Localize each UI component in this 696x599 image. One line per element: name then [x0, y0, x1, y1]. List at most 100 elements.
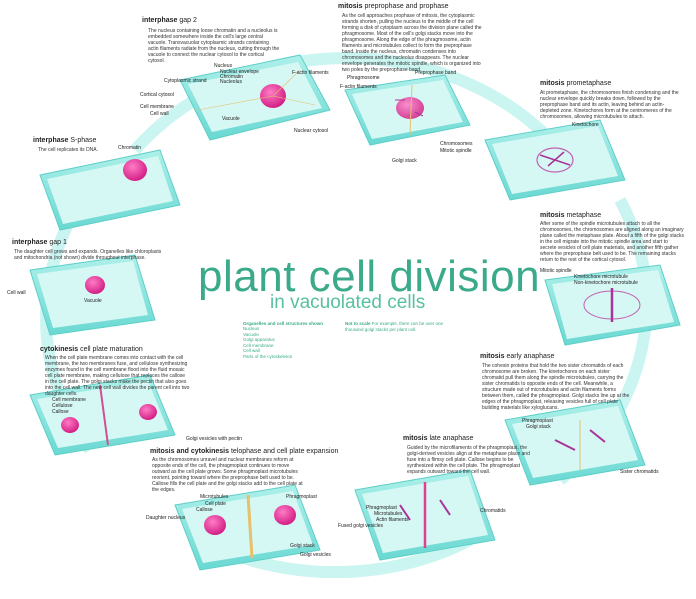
stage-name: metaphase	[566, 212, 602, 219]
stage-text-gap2: The nucleus containing loose chromatin a…	[148, 28, 280, 64]
scale-note-bold: Not to scale	[345, 321, 371, 326]
stage-text-late-anaphase: Guided by the microfilaments of the phra…	[407, 445, 530, 475]
label: Cell membrane	[52, 397, 86, 403]
label: F-actin filaments	[340, 84, 377, 90]
label: Mitotic spindle	[540, 268, 572, 274]
label: Mitotic spindle	[440, 148, 472, 154]
legend-item: Cell membrane	[243, 342, 274, 348]
stage-title-prophase: mitosis preprophase and prophase	[338, 3, 449, 10]
label: Cell wall	[7, 290, 26, 296]
stage-name: early anaphase	[506, 353, 555, 360]
stage-text-gap1: The daughter cell grows and expands. Org…	[14, 249, 162, 261]
phase-name: interphase	[33, 137, 69, 144]
diagram-subtitle: in vacuolated cells	[270, 292, 426, 313]
label: Chromosomes	[440, 141, 473, 147]
cell-gap2	[179, 54, 331, 141]
cell-s-phase	[39, 149, 181, 231]
stage-name: late anaphase	[429, 435, 474, 442]
label: Fused golgi vesicles	[338, 523, 384, 529]
label: Callose	[196, 507, 213, 513]
legend-item: Parts of the cytoskeleton	[243, 353, 293, 359]
stage-name: telophase and cell plate expansion	[230, 448, 339, 455]
phase-name: mitosis	[540, 80, 565, 87]
stage-title-early-anaphase: mitosis early anaphase	[480, 353, 554, 360]
phase-name: mitosis	[338, 3, 363, 10]
label: Cortical cytosol	[140, 92, 174, 98]
label: Golgi stack	[290, 543, 315, 549]
label: Cellulose	[52, 403, 73, 409]
legend-item: Golgi apparatus	[243, 337, 275, 342]
stage-name: S-phase	[70, 137, 97, 144]
label: Chromatin	[118, 145, 142, 151]
stage-name: cell plate maturation	[80, 346, 143, 353]
label: Cell wall	[150, 111, 169, 117]
label: Phragmoplast	[366, 505, 397, 511]
label: Preprophase band	[415, 70, 457, 76]
cell-early-anaphase	[504, 399, 646, 486]
label: Golgi vesicles	[300, 552, 331, 558]
label: Nucleus	[214, 63, 233, 69]
legend-item: Cell wall	[243, 348, 260, 353]
scale-note-text: For example, there can be over one thous…	[345, 321, 444, 332]
label: Microtubules	[374, 511, 403, 517]
label: Nucleolus	[220, 79, 242, 85]
stage-title-gap2: interphase gap 2	[142, 17, 197, 24]
label: Golgi stack	[526, 424, 551, 430]
phase-name: cytokinesis	[40, 346, 79, 353]
stage-text-cell-plate-maturation: When the cell plate membrane comes into …	[45, 355, 190, 397]
legend-item: Vacuole	[243, 331, 259, 337]
legend-item: Nucleus	[243, 326, 260, 331]
stage-title-s-phase: interphase S-phase	[33, 137, 96, 144]
stage-name: preprophase and prophase	[364, 3, 449, 10]
label: Phragmoplast	[286, 494, 317, 500]
stage-name: gap 2	[179, 17, 197, 24]
phase-name: interphase	[142, 17, 178, 24]
stage-text-telophase: As the chromosomes unravel and nuclear m…	[152, 457, 303, 493]
label: Phragmoplast	[522, 418, 553, 424]
cell-prophase	[344, 74, 471, 146]
label: Phragmosome	[347, 75, 380, 81]
stage-name: gap 1	[49, 239, 67, 246]
label: Golgi stack	[392, 158, 417, 164]
label: Cell plate	[205, 501, 226, 507]
label: Chromatids	[480, 508, 506, 514]
label: Non-kinetochore microtubule	[574, 280, 638, 286]
label: Cytoplasmic strand	[164, 78, 207, 84]
stage-text-prometaphase: At prometaphase, the chromosomes finish …	[540, 90, 679, 120]
phase-name: mitosis	[540, 212, 565, 219]
label: Nuclear envelope	[220, 69, 259, 75]
legend-heading: Organelles and cell structures shown	[243, 321, 324, 326]
stage-title-telophase: mitosis and cytokinesis telophase and ce…	[150, 448, 338, 455]
label: Actin filaments	[376, 517, 409, 523]
label: Chromatin	[220, 74, 244, 80]
diagram-title: plant cell division	[198, 252, 541, 301]
label: Kinetochore microtubule	[574, 274, 628, 280]
label: Vacuole	[84, 298, 102, 304]
stage-title-cell-plate-maturation: cytokinesis cell plate maturation	[40, 346, 143, 353]
stage-title-late-anaphase: mitosis late anaphase	[403, 435, 473, 442]
stage-title-prometaphase: mitosis prometaphase	[540, 80, 611, 87]
label: Cell membrane	[140, 104, 174, 110]
cell-late-anaphase	[354, 469, 496, 561]
stage-text-early-anaphase: The cohesin proteins that hold the two s…	[482, 363, 630, 411]
stage-text-metaphase: After some of the spindle microtubules a…	[540, 221, 684, 263]
label: F-actin filaments	[292, 70, 329, 76]
stage-text-prophase: As the cell approaches prophase of mitos…	[342, 13, 482, 73]
phase-name: mitosis	[480, 353, 505, 360]
stage-name: prometaphase	[566, 80, 612, 87]
label: Golgi vesicles with pectin	[186, 436, 242, 442]
phase-name: mitosis	[403, 435, 428, 442]
scale-note: Not to scale For example, there can be o…	[345, 321, 445, 332]
label: Kinetochore	[572, 122, 599, 128]
label: Vacuole	[222, 116, 240, 122]
label: Callose	[52, 409, 69, 415]
label: Nuclear cytosol	[294, 128, 329, 134]
label: Sister chromatids	[620, 469, 659, 475]
phase-name: interphase	[12, 239, 48, 246]
stage-title-gap1: interphase gap 1	[12, 239, 67, 246]
cell-gap1	[29, 254, 156, 336]
stage-text-s-phase: The cell replicates its DNA.	[38, 147, 99, 153]
legend: Organelles and cell structures shown Nuc…	[243, 321, 338, 359]
cell-metaphase	[544, 264, 681, 346]
